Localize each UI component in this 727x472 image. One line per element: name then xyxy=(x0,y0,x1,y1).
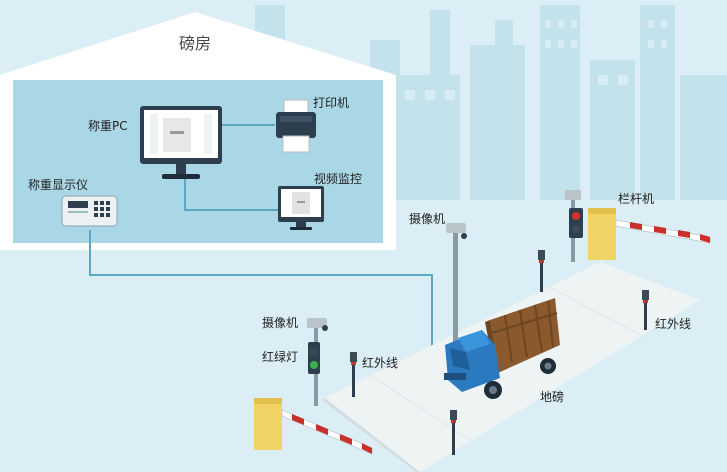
printer-label: 打印机 xyxy=(313,96,350,110)
camera-top-label: 摄像机 xyxy=(409,212,446,226)
scale-house-label: 磅房 xyxy=(179,34,212,53)
traffic-light-top xyxy=(565,190,583,262)
weighbridge-label: 地磅 xyxy=(540,390,565,404)
barrier-gate-top xyxy=(588,208,711,260)
connection-lines xyxy=(89,124,433,352)
infrared-left-label: 红外线 xyxy=(362,356,399,370)
weighing-display-icon xyxy=(61,195,118,227)
weighing-display-label: 称重显示仪 xyxy=(28,178,89,192)
truck-icon xyxy=(444,298,560,399)
traffic-light-label: 红绿灯 xyxy=(262,350,299,364)
infrared-sensors xyxy=(350,250,649,455)
barrier-gate-left xyxy=(254,398,373,455)
camera-traffic-light-pole-left xyxy=(307,318,328,406)
video-monitor-icon xyxy=(278,186,324,230)
printer-icon xyxy=(276,99,316,153)
infrared-right-label: 红外线 xyxy=(655,317,692,331)
weighing-pc-icon xyxy=(140,106,222,179)
camera-left-label: 摄像机 xyxy=(262,316,299,330)
video-monitor-label: 视频监控 xyxy=(314,172,363,186)
weighing-pc-label: 称重PC xyxy=(88,119,128,133)
barrier-gate-label: 栏杆机 xyxy=(618,192,655,206)
camera-pole-top xyxy=(446,223,467,352)
